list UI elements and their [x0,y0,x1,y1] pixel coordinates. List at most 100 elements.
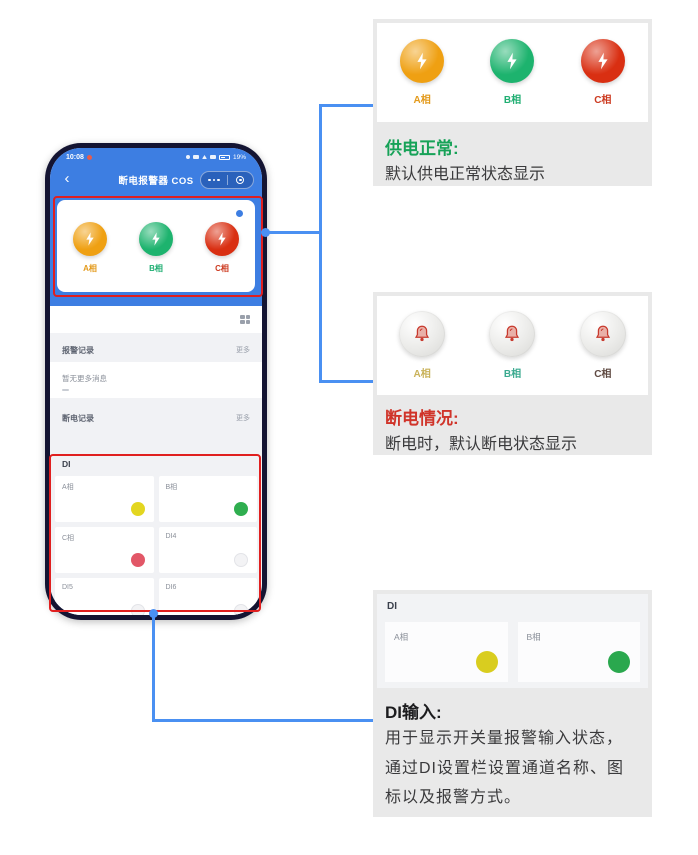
connector-line [320,380,373,383]
callout-heading: 断电情况: [385,409,459,428]
di-cell-label: DI5 [62,584,73,591]
nav-bar: ‹ 断电报警器 COS [50,166,262,194]
di-cell-2: B相 [517,622,640,682]
connector-line [320,104,373,107]
connector-line [152,614,155,722]
di-cell-6[interactable]: DI6 [158,578,257,615]
connector-line [264,231,321,234]
di-status-dot [608,651,630,673]
header-card-zone: A相 B相 C相 [50,194,262,306]
callout-body: 断电时，默认断电状态显示 [385,436,578,453]
connector-dot [149,609,158,618]
phase-a: A相 [73,222,107,274]
di-cell-2[interactable]: B相 [158,476,257,522]
phase-a-button[interactable] [73,222,107,256]
phase-b-alarm-button [489,311,536,357]
power-status-card: A相 B相 C相 [57,200,255,292]
connection-dot-icon [236,210,243,217]
log-message: 暂无更多消息 [62,374,107,383]
di-section-title: DI [387,601,397,612]
di-status-dot [475,651,498,673]
di-status-dot [130,502,145,516]
di-cell-5[interactable]: DI5 [55,578,154,615]
miniprogram-capsule [200,171,254,189]
section-row-outage-log[interactable]: 断电记录 更多 [50,410,262,426]
more-icon [217,178,220,182]
phase-a-label: A相 [413,95,431,106]
phase-a: A相 [399,311,446,380]
di-grid: A相 B相 C相 DI4 DI5 [55,476,257,615]
di-cell-3[interactable]: C相 [55,527,154,573]
di-shot-cells: A相 B相 [385,622,640,682]
callout-heading: DI输入: [385,703,442,722]
phase-b: B相 [489,311,536,380]
di-cell-label: A相 [394,632,409,642]
phone-screen: 10:08 19% ‹ 断电报警器 COS [50,148,262,615]
di-status-dot [130,604,145,615]
highlight-box-power-card [53,196,263,297]
phase-c-label: C相 [215,264,229,273]
phase-a-button [400,39,445,83]
phase-c-label: C相 [594,95,612,106]
di-status-dot [130,553,145,567]
section-row-alarm-log[interactable]: 报警记录 更多 [50,342,262,358]
phase-a-alarm-button [399,311,446,357]
power-off-screenshot: A相 B相 [377,296,648,395]
connector-line [319,104,322,383]
di-cell-4[interactable]: DI4 [158,527,257,573]
phase-c: C相 [579,311,626,380]
di-cell-label: A相 [62,484,74,491]
phase-c-alarm-button [579,311,626,357]
callout-body: 用于显示开关量报警输入状态，通过DI设置栏设置通道名称、图标以及报警方式。 [385,730,625,807]
phase-c-button [580,39,625,83]
callout-body: 默认供电正常状态显示 [385,166,546,183]
section-label: 报警记录 [62,345,94,355]
wifi-icon [201,155,207,159]
di-section-title: DI [62,459,71,469]
clock-text: 10:08 [66,153,84,161]
phase-a: A相 [400,39,445,106]
bell-icon [415,325,430,342]
di-cell-1[interactable]: A相 [55,476,154,522]
lightning-icon [417,52,427,70]
bell-icon [505,325,520,342]
phase-a-label: A相 [413,369,431,380]
di-cell-label: DI4 [165,533,177,540]
di-cell-label: C相 [62,535,75,542]
more-button[interactable] [201,178,227,182]
phase-c-label: C相 [594,369,612,380]
status-right: 19% [185,154,246,161]
more-link[interactable]: 更多 [236,415,250,422]
nfc-icon [209,155,216,159]
phase-b-label: B相 [503,95,522,106]
notification-icon [185,155,190,159]
status-bar: 10:08 19% [50,148,262,166]
page-title: 断电报警器 COS [118,176,194,187]
lightning-icon [507,52,518,70]
lightning-icon [598,52,608,70]
phase-c: C相 [580,39,625,106]
close-button[interactable] [228,176,254,184]
battery-icon [218,154,230,160]
layout-grid-icon[interactable] [240,315,250,324]
log-message-box: 暂无更多消息 [50,362,262,398]
phase-c-button[interactable] [205,222,239,256]
back-button[interactable]: ‹ [64,170,70,187]
status-left: 10:08 [66,154,92,161]
callout-power-off: A相 B相 [373,292,652,455]
phase-c: C相 [205,222,239,274]
di-cell-label: DI6 [165,584,177,591]
more-link[interactable]: 更多 [236,347,250,354]
connector-dot [261,228,270,237]
di-cell-1: A相 [385,622,508,682]
highlight-box-di-section [49,454,261,612]
callout-heading: 供电正常: [385,139,459,158]
phase-b-label: B相 [503,369,522,380]
phase-b-button[interactable] [139,222,173,256]
phase-b-label: B相 [149,264,163,273]
bell-icon [595,325,610,342]
callout-power-normal: A相 B相 C相 供电正常: 默认供电正常状态显示 [373,19,652,186]
di-status-dot [234,502,248,516]
phase-a-label: A相 [83,264,97,273]
